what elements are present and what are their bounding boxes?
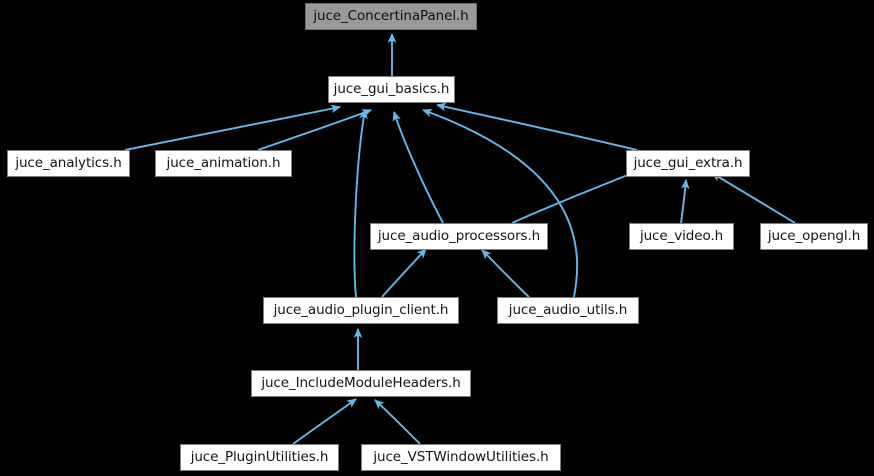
graph-node-audio_proc[interactable]: juce_audio_processors.h	[370, 223, 548, 250]
graph-node-label: juce_gui_basics.h	[333, 80, 450, 97]
graph-edge-audio_proc-to-gui_extra	[511, 168, 644, 224]
graph-node-gui_basics[interactable]: juce_gui_basics.h	[328, 76, 455, 103]
graph-edge-audio_utils-to-audio_proc	[481, 249, 530, 298]
graph-node-analytics[interactable]: juce_analytics.h	[7, 150, 130, 177]
graph-node-include_mod[interactable]: juce_IncludeModuleHeaders.h	[251, 370, 471, 397]
graph-edge-audio_utils-to-gui_basics	[422, 108, 579, 298]
graph-edge-audio_proc-to-gui_basics	[392, 111, 444, 224]
graph-node-label: juce_audio_processors.h	[377, 227, 541, 244]
graph-edge-gui_extra-to-gui_basics	[436, 102, 638, 151]
graph-edge-video-to-gui_extra	[680, 179, 690, 224]
graph-node-plugin_client[interactable]: juce_audio_plugin_client.h	[263, 297, 459, 324]
graph-edge-vst_utils-to-include_mod	[374, 399, 421, 445]
graph-node-label: juce_animation.h	[166, 154, 281, 171]
graph-node-label: juce_video.h	[639, 227, 724, 244]
graph-node-label: juce_gui_extra.h	[633, 154, 743, 171]
graph-node-label: juce_audio_plugin_client.h	[273, 301, 449, 318]
graph-edge-plugin_utils-to-include_mod	[292, 398, 357, 445]
graph-node-plugin_utils[interactable]: juce_PluginUtilities.h	[180, 444, 339, 471]
graph-node-audio_utils[interactable]: juce_audio_utils.h	[497, 297, 639, 324]
graph-node-label: juce_analytics.h	[15, 154, 122, 171]
graph-edge-analytics-to-gui_basics	[124, 104, 341, 151]
graph-node-video[interactable]: juce_video.h	[629, 223, 734, 250]
graph-edge-opengl-to-gui_extra	[711, 172, 796, 224]
graph-node-concertina[interactable]: juce_ConcertinaPanel.h	[305, 3, 477, 30]
graph-node-gui_extra[interactable]: juce_gui_extra.h	[626, 150, 750, 177]
graph-node-label: juce_opengl.h	[767, 227, 861, 244]
graph-node-label: juce_VSTWindowUtilities.h	[373, 448, 549, 465]
graph-node-label: juce_ConcertinaPanel.h	[313, 7, 469, 24]
graph-node-vst_utils[interactable]: juce_VSTWindowUtilities.h	[361, 444, 561, 471]
graph-edge-animation-to-gui_basics	[257, 109, 372, 151]
graph-node-opengl[interactable]: juce_opengl.h	[760, 223, 868, 250]
graph-edge-plugin_client-to-audio_proc	[381, 248, 427, 298]
graph-node-animation[interactable]: juce_animation.h	[155, 150, 292, 177]
graph-edge-plugin_client-to-gui_basics	[353, 109, 368, 298]
graph-node-label: juce_PluginUtilities.h	[190, 448, 329, 465]
graph-node-label: juce_audio_utils.h	[508, 301, 628, 318]
graph-node-label: juce_IncludeModuleHeaders.h	[261, 374, 461, 391]
